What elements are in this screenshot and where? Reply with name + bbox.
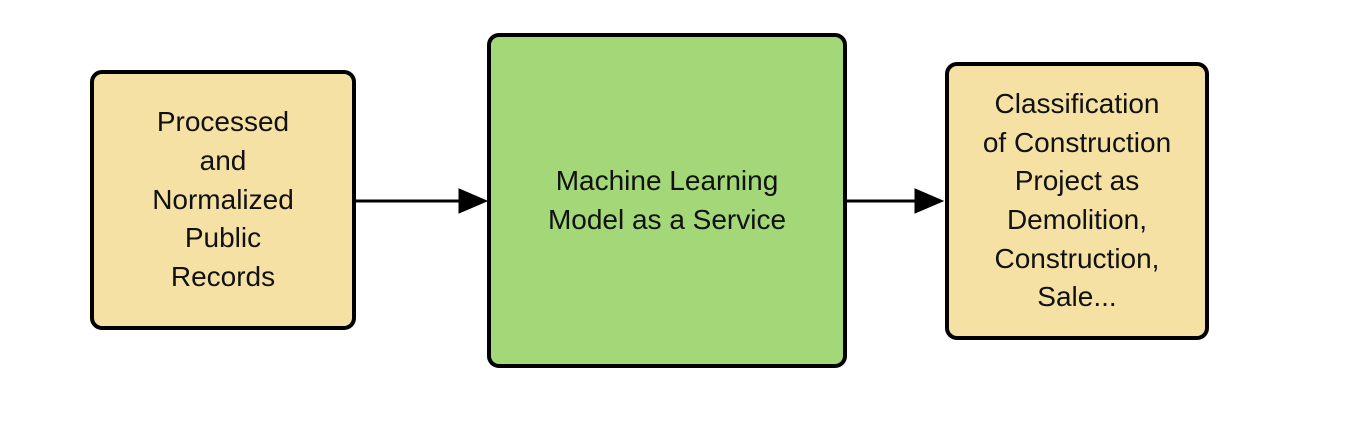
arrow-input-to-model (356, 188, 489, 214)
arrow-model-to-output (847, 188, 945, 214)
node-processed-records: Processed and Normalized Public Records (90, 70, 356, 330)
node-processed-records-label: Processed and Normalized Public Records (152, 106, 294, 292)
node-classification-output: Classification of Construction Project a… (945, 62, 1209, 340)
node-ml-model-service: Machine Learning Model as a Service (487, 33, 847, 368)
node-classification-output-label: Classification of Construction Project a… (982, 88, 1172, 313)
node-ml-model-service-label: Machine Learning Model as a Service (547, 164, 787, 235)
